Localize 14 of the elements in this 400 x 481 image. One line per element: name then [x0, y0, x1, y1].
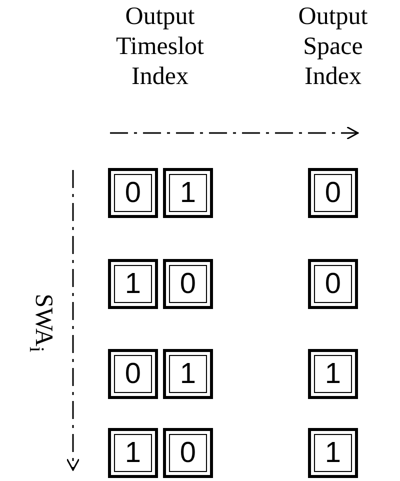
digit-box: 1 — [163, 349, 213, 399]
digit-box: 0 — [163, 428, 213, 478]
digit-box: 0 — [308, 259, 358, 309]
column-header: Output Timeslot Index — [114, 2, 205, 92]
digit-box: 0 — [308, 168, 358, 218]
digit-box: 1 — [308, 349, 358, 399]
digit-box: 1 — [108, 259, 158, 309]
digit-box: 0 — [108, 168, 158, 218]
column-header: Output Space Index — [297, 2, 369, 92]
digit-box: 1 — [108, 428, 158, 478]
digit-box: 1 — [163, 168, 213, 218]
digit-box: 1 — [308, 428, 358, 478]
digit-box: 0 — [108, 349, 158, 399]
digit-box: 0 — [163, 259, 213, 309]
